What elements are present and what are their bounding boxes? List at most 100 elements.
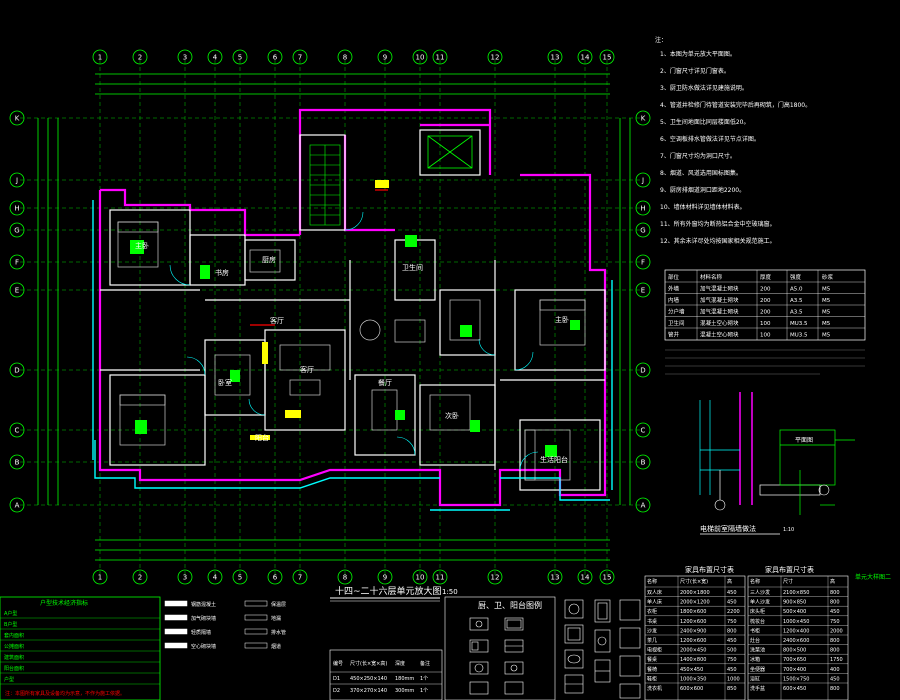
furniture-table-cell: 750 (727, 657, 737, 663)
wall-table-cell: 加气混凝土砌块 (700, 296, 739, 304)
axis-bubble-bottom-1: 1 (92, 569, 108, 585)
axis-bubble-right-C: C (635, 422, 651, 438)
note-line: 12、其余未详尽处均按国家相关规范施工。 (660, 237, 776, 245)
plan-scale: 1:50 (442, 588, 458, 596)
furniture-table-cell: 双人床 (647, 589, 662, 596)
notes-heading: 注： (655, 36, 667, 44)
svg-text:G: G (14, 227, 19, 235)
axis-bubble-bottom-8: 8 (337, 569, 353, 585)
axis-bubble-right-A: A (635, 497, 651, 513)
axis-bubble-bottom-11: 11 (432, 569, 448, 585)
furniture-table-cell: 1200×400 (783, 628, 809, 634)
note-line: 4、管道井检修门待管道安装完毕后再砌筑，门高1800。 (660, 101, 811, 109)
legend-row-label: 户型 (4, 676, 14, 683)
furniture-table-cell: 2400×600 (783, 638, 809, 644)
axis-bubble-bottom-14: 14 (577, 569, 593, 585)
wall-table-remarks (665, 349, 865, 375)
furniture-table-cell: 2000×450 (680, 648, 706, 654)
furniture-table-cell: 450 (830, 609, 840, 615)
furniture-table-cell: 2400×900 (680, 628, 706, 634)
legend-title: 户型技术经济指标 (40, 599, 88, 607)
axis-bubble-bottom-3: 3 (177, 569, 193, 585)
axis-bubble-top-13: 13 (547, 49, 563, 65)
legend-symbol-label: 烟道 (271, 643, 281, 650)
axis-bubble-left-G: G (9, 222, 25, 238)
fixture-table-header: 备注 (420, 660, 430, 667)
wall-table-cell: A3.5 (790, 298, 803, 304)
svg-text:D: D (14, 367, 19, 375)
wall-table-cell: 100 (760, 321, 771, 327)
wall-table-cell: MU3.5 (790, 321, 808, 327)
wall-table-cell: 混凝土空心砌块 (700, 319, 739, 327)
axis-bubble-top-4: 4 (207, 49, 223, 65)
svg-text:A: A (641, 502, 646, 510)
furniture-table-cell: 800 (830, 638, 840, 644)
furniture-table-cell: 鞋柜 (647, 675, 657, 682)
furniture-table-cell: 洗衣机 (647, 685, 662, 692)
note-line: 3、厨卫防水做法详见建施说明。 (660, 84, 748, 92)
svg-text:11: 11 (436, 574, 445, 582)
legend-symbol-label: 轻质隔墙 (191, 629, 211, 636)
service-balcony-label: 生活阳台 (540, 455, 568, 464)
dining-room-label: 餐厅 (378, 378, 392, 387)
axis-bubble-top-15: 15 (599, 49, 615, 65)
axis-bubble-right-F: F (635, 254, 651, 270)
legend-row-label: 建筑面积 (4, 654, 24, 661)
svg-text:E: E (641, 287, 645, 295)
svg-text:8: 8 (343, 54, 347, 62)
furniture-table-header: 尺寸(长×宽) (680, 578, 708, 585)
section-scale: 1:10 (783, 527, 794, 533)
legend-symbol-label: 保温层 (271, 601, 286, 608)
furniture-table-cell: 2000×1800 (680, 590, 710, 596)
svg-text:5: 5 (238, 574, 242, 582)
wall-table-cell: 管井 (668, 331, 680, 339)
furniture-table-cell: 餐椅 (647, 666, 657, 673)
axis-bubble-left-A: A (9, 497, 25, 513)
legend-symbol-label: 地漏 (271, 615, 281, 622)
balcony-label: 阳台 (255, 433, 269, 442)
fixture-table-cell: 450×250×140 (350, 676, 387, 682)
fixture-table-header: 编号 (333, 660, 343, 667)
svg-text:14: 14 (581, 574, 590, 582)
svg-text:7: 7 (298, 574, 302, 582)
svg-text:G: G (640, 227, 645, 235)
section-detail-label: 平面图 (795, 437, 813, 444)
master-bedroom-2-label: 主卧 (555, 315, 569, 324)
wall-table-cell: MU3.5 (790, 333, 808, 339)
furniture-table-cell: 餐桌 (647, 656, 657, 663)
note-line: 6、空调板排水管做法详见节点详图。 (660, 135, 760, 143)
axis-bubble-top-7: 7 (292, 49, 308, 65)
svg-text:E: E (15, 287, 19, 295)
footnote: 注：本图所有家具及设备均为示意，不作为施工依据。 (5, 690, 125, 697)
legend-symbol-label: 加气砌块墙 (191, 615, 216, 622)
furniture-table-header: 名称 (750, 578, 760, 585)
furniture-table-2-title: 家具布置尺寸表 (765, 565, 814, 574)
svg-text:11: 11 (436, 54, 445, 62)
note-line: 7、门窗尺寸均为洞口尺寸。 (660, 152, 736, 160)
svg-text:H: H (640, 205, 645, 213)
furniture-table-cell: 500×400 (783, 609, 806, 615)
furniture-table-cell: 洗菜池 (750, 647, 765, 654)
note-line: 1、本图为单元放大平面图。 (660, 50, 736, 58)
axis-bubble-bottom-15: 15 (599, 569, 615, 585)
furniture-table-cell: 800 (727, 628, 737, 634)
furniture-table-cell: 450 (830, 676, 840, 682)
svg-text:F: F (641, 259, 645, 267)
wall-table-header: 厚度 (760, 273, 772, 281)
legend-symbol-label: 钢筋混凝土 (191, 601, 216, 608)
axis-bubble-right-K: K (635, 110, 651, 126)
furniture-table-header: 高 (830, 578, 835, 585)
wall-table-cell: M5 (822, 333, 831, 339)
fixture-table-header: 深度 (395, 660, 405, 667)
legend-row-label: B户型 (4, 621, 17, 628)
wall-table-cell: 内墙 (668, 296, 680, 304)
second-bedroom-label: 次卧 (445, 411, 459, 420)
svg-text:2: 2 (138, 574, 142, 582)
furniture-table-1-title: 家具布置尺寸表 (685, 565, 734, 574)
axis-bubble-top-3: 3 (177, 49, 193, 65)
note-line: 8、烟道、风道选用国标图集。 (660, 169, 742, 177)
svg-text:B: B (641, 459, 646, 467)
furniture-table-header: 高 (727, 578, 732, 585)
